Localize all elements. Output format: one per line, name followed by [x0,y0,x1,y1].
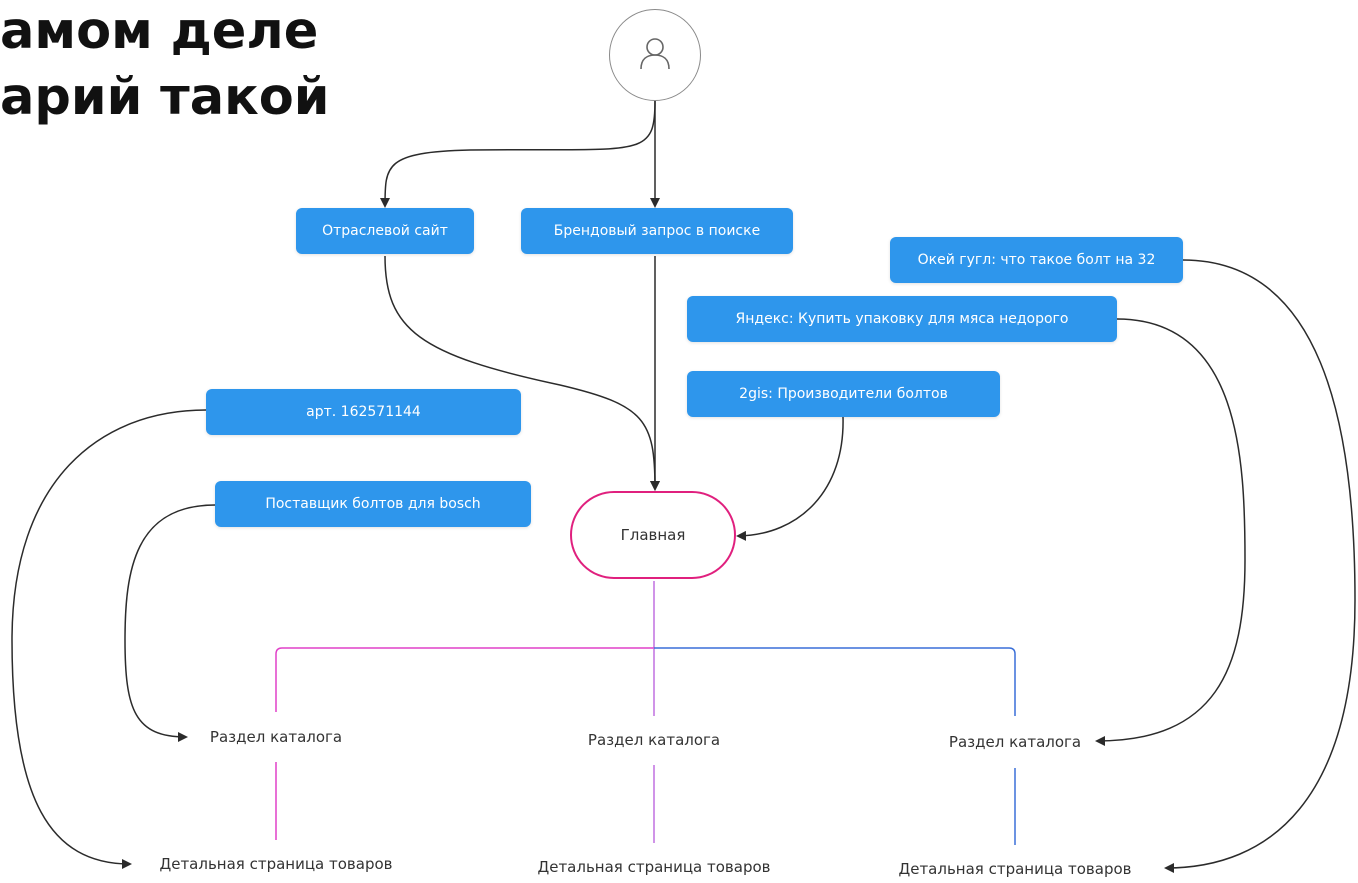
connector-industry-site-to-main [384,255,660,491]
product-page-left: Детальная страница товаров [157,855,395,873]
catalog-section-left: Раздел каталога [207,728,345,746]
main-page-node: Главная [570,491,736,579]
source-yandex: Яндекс: Купить упаковку для мяса недорог… [687,296,1117,342]
source-industry-site: Отраслевой сайт [296,208,474,254]
connector-okgoogle-to-product-right [1164,259,1356,873]
branch-left-horizontal [275,647,654,712]
source-brand-search: Брендовый запрос в поиске [521,208,793,254]
connector-article-to-product-left [11,409,207,869]
slide-title-line-1: амом деле [0,2,319,61]
source-article: арт. 162571144 [206,389,521,435]
connector-yandex-to-catalog-right [1095,318,1246,746]
source-2gis: 2gis: Производители болтов [687,371,1000,417]
product-page-right: Детальная страница товаров [896,860,1134,878]
source-supplier: Поставщик болтов для bosch [215,481,531,527]
connector-supplier-to-catalog-left [124,504,216,742]
user-node [609,9,701,101]
connector-user-to-industry-site [380,100,656,208]
user-icon [635,33,675,77]
source-ok-google: Окей гугл: что такое болт на 32 [890,237,1183,283]
connector-2gis-to-main [736,416,844,541]
catalog-section-center: Раздел каталога [585,731,723,749]
branch-right-horizontal [654,647,1016,716]
main-page-label: Главная [620,526,686,544]
catalog-section-right: Раздел каталога [946,733,1084,751]
product-page-center: Детальная страница товаров [535,858,773,876]
slide-title-line-2: арий такой [0,68,330,127]
